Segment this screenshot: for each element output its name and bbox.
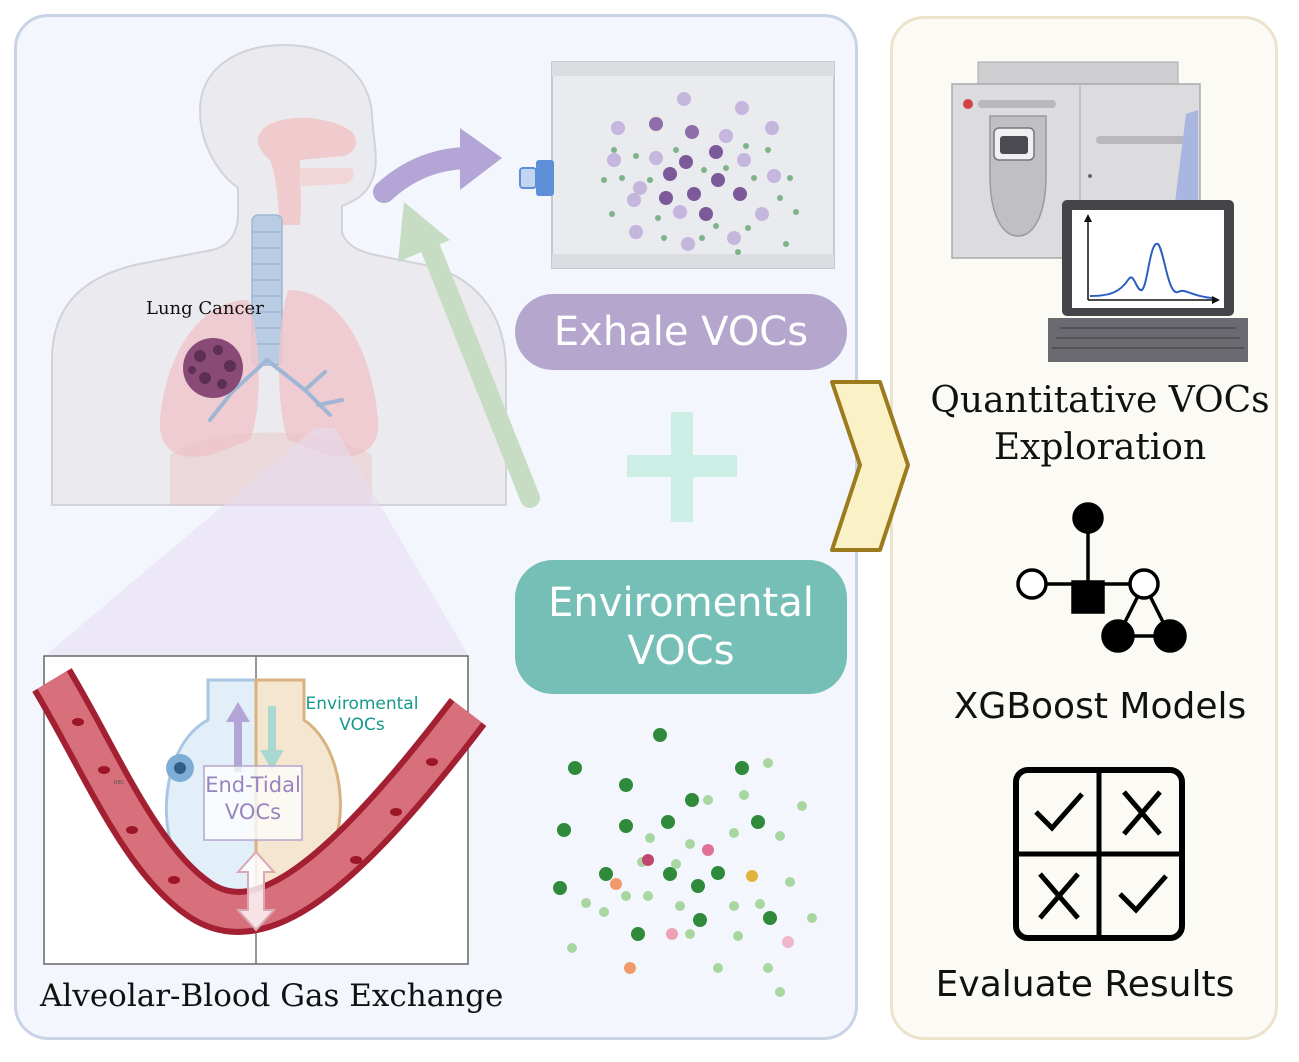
rbc-label: RBC [114,780,125,786]
zoom-projection [46,428,468,655]
exhale-arrow [373,147,481,203]
inset-environmental-vocs-label: Enviromental VOCs [300,694,424,737]
tumor-icon [183,338,243,398]
check-icon [1118,874,1168,914]
human-body-illustration [51,43,507,506]
exhale-vocs-pill: Exhale VOCs [515,294,847,370]
exhale-vocs-label: Exhale VOCs [553,309,809,355]
xgboost-label: XGBoost Models [953,686,1247,727]
chevron-right-icon [830,380,910,552]
lung-cancer-label: Lung Cancer [146,298,264,319]
alveolar-caption: Alveolar-Blood Gas Exchange [40,978,504,1014]
inhale-arrow [414,222,540,508]
laptop-icon [1048,200,1248,362]
breath-sample-bag [519,61,835,269]
end-tidal-vocs-label: End-Tidal VOCs [204,772,302,827]
alveolar-inset [32,655,487,965]
quant-line2: Exploration [993,426,1207,468]
end-tidal-line1: End-Tidal [205,773,301,797]
inhale-arrow-head [398,202,450,262]
decision-tree-icon [1016,502,1187,653]
quant-line1: Quantitative VOCs [930,380,1270,421]
environmental-vocs-pill: Enviromental VOCs [515,560,847,694]
inset-env-line2: VOCs [339,715,385,736]
evaluate-results-label: Evaluate Results [935,964,1235,1005]
check-icon [1034,792,1084,832]
environmental-particles [553,728,817,997]
cross-icon [1038,872,1080,920]
end-tidal-line2: VOCs [224,800,282,825]
environmental-vocs-line1: Enviromental [548,580,814,626]
inset-env-line1: Enviromental [305,694,419,714]
quantitative-vocs-label: Quantitative VOCs Exploration [910,378,1290,472]
cross-icon [1122,790,1162,836]
evaluation-grid-icon [1013,767,1185,941]
environmental-vocs-line2: VOCs [627,628,735,674]
plus-icon [627,412,737,522]
exhale-arrow-head [460,128,502,190]
